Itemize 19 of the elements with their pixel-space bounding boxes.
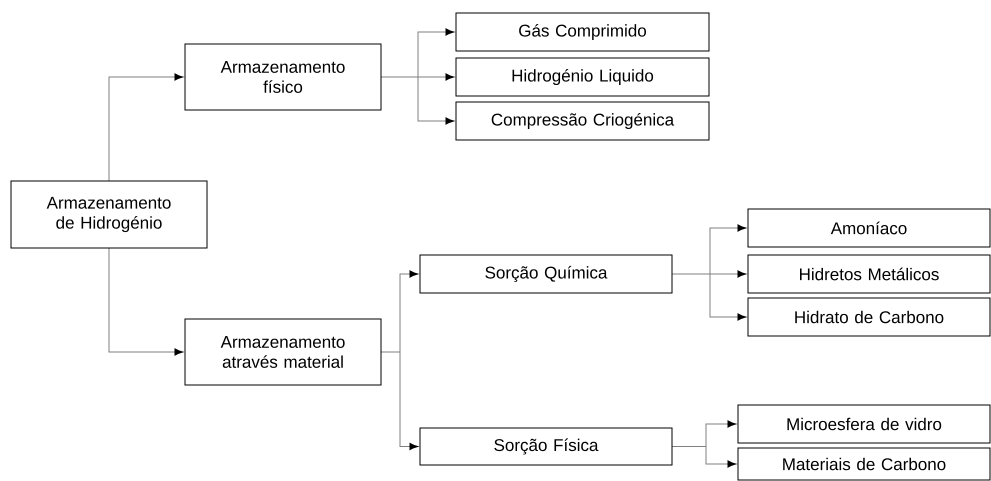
process-box: Hidrato de Carbono: [748, 298, 990, 336]
process-box: Armazenamento através material: [184, 318, 382, 386]
arrow: [381, 352, 418, 450]
process-box: Armazenamento de Hidrogénio: [10, 180, 208, 248]
process-box: Sorção Física: [420, 428, 672, 466]
arrow: [108, 248, 184, 356]
process-box: Sorção Química: [420, 254, 672, 294]
process-box: Compressão Criogénica: [456, 102, 710, 140]
process-box: Hidrogénio Liquido: [456, 58, 710, 96]
process-box: Hidretos Metálicos: [748, 254, 990, 294]
process-box: Armazenamento físico: [184, 44, 382, 110]
process-box: Microesfera de vidro: [738, 404, 990, 444]
arrow: [672, 274, 746, 321]
process-box: Amoníaco: [748, 208, 990, 248]
process-box: Materiais de Carbono: [738, 448, 990, 480]
arrow: [672, 446, 736, 468]
arrow: [108, 73, 184, 181]
process-box: Gás Comprimido: [456, 12, 710, 52]
arrow: [381, 76, 454, 125]
